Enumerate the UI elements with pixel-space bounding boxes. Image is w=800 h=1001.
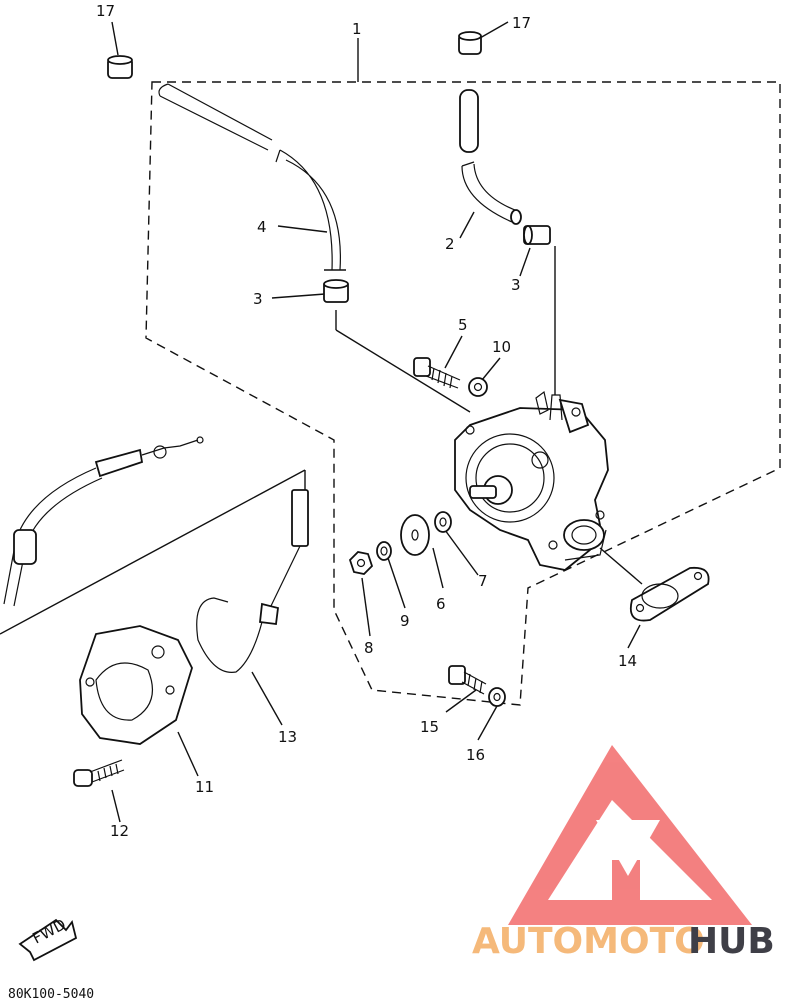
cover-11: [79, 625, 193, 745]
callout-1: 1: [352, 20, 362, 38]
hose-2: [459, 89, 522, 225]
control-cable: [3, 436, 204, 607]
screw-12: [73, 759, 125, 787]
bolt-5: [413, 357, 461, 389]
callout-numbers: 1 2 3 3 4 5 6 7 8 9 10 11 12 13 14 15 16…: [96, 2, 637, 840]
washer-7: [434, 511, 452, 533]
washer-16: [488, 687, 506, 707]
watermark-text-part1: AUTOMOTO: [472, 921, 705, 962]
washer-9: [376, 541, 392, 561]
callout-4: 4: [257, 218, 267, 236]
callout-5: 5: [458, 316, 468, 334]
callout-2: 2: [445, 235, 455, 253]
drawing-code: 80K100-5040: [8, 987, 94, 1001]
gasket-14: [629, 566, 710, 622]
watermark-triangle-icon: [508, 745, 752, 925]
callout-8: 8: [364, 639, 374, 657]
callout-6: 6: [436, 595, 446, 613]
callout-17-right: 17: [512, 14, 531, 32]
pump-body: [454, 390, 609, 571]
washer-10: [468, 377, 488, 397]
sensor-13: [196, 489, 309, 673]
callout-3-right: 3: [511, 276, 521, 294]
callout-7: 7: [478, 572, 488, 590]
callout-12: 12: [110, 822, 129, 840]
assembly-outline: [145, 81, 781, 706]
watermark-logo: [508, 745, 752, 925]
callout-10: 10: [492, 338, 511, 356]
callout-9: 9: [400, 612, 410, 630]
callout-16: 16: [466, 746, 485, 764]
callout-17-left: 17: [96, 2, 115, 20]
callout-15: 15: [420, 718, 439, 736]
clamp-3-right: [523, 225, 551, 245]
clamp-3-left: [323, 279, 349, 303]
cap-17-right: [458, 31, 482, 55]
bolt-15: [448, 665, 487, 695]
hose-4: [158, 83, 346, 271]
watermark-text-part2: HUB: [688, 921, 775, 962]
cap-17-left: [107, 55, 133, 79]
callout-3-left: 3: [253, 290, 263, 308]
watermark-inner-triangle-icon: [596, 820, 660, 876]
callout-11: 11: [195, 778, 214, 796]
callout-14: 14: [618, 652, 637, 670]
disc-6: [400, 514, 430, 556]
callout-13: 13: [278, 728, 297, 746]
leader-lines: [0, 21, 643, 823]
fwd-arrow-icon: [18, 918, 78, 962]
nut-8: [348, 551, 374, 575]
